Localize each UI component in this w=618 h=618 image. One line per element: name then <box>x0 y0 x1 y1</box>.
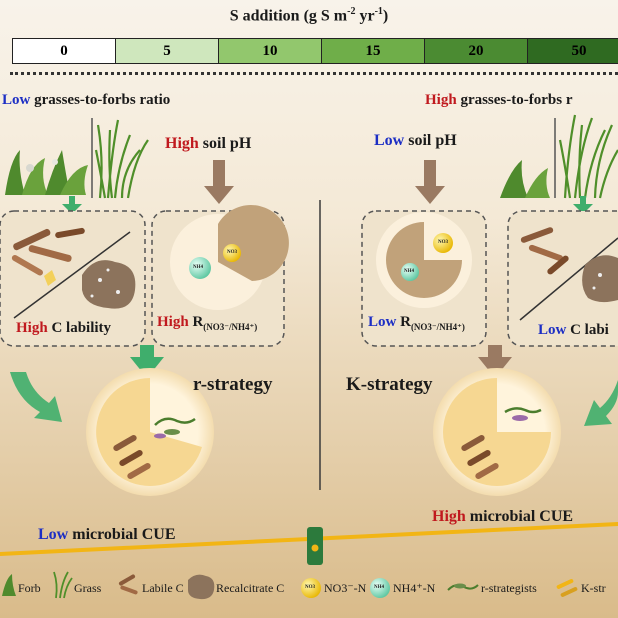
scale-cell-15: 15 <box>322 39 425 63</box>
left-ph-label: High soil pH <box>165 135 252 152</box>
seesaw-pivot-dot <box>311 544 319 552</box>
right-curved-arrow <box>584 380 618 426</box>
left-lability-label: High C lability <box>16 320 112 336</box>
right-strategy-label: K-strategy <box>346 374 433 395</box>
scale-cell-0: 0 <box>13 39 116 63</box>
left-lability-diagonal <box>13 231 131 319</box>
left-strategy-pie-slice <box>96 378 202 486</box>
labile-c-litter <box>11 227 85 286</box>
left-no3-ball <box>223 244 241 262</box>
right-cue-label: High microbial CUE <box>432 508 574 525</box>
right-lability-diagonal <box>519 237 618 321</box>
s-addition-title: S addition (g S m-2 yr-1) <box>229 6 389 25</box>
right-nh4-ball-label: NH4 <box>404 269 414 274</box>
left-strategy-label: r-strategy <box>193 374 273 395</box>
left-cue-label: Low microbial CUE <box>38 526 176 543</box>
left-ratio-pie-slice <box>218 205 289 281</box>
right-grass-plants <box>558 114 618 199</box>
legend-recalcitrant-c: Recalcitrate C <box>216 581 285 595</box>
scale-cell-50: 50 <box>528 39 618 63</box>
legend-no3: NO3⁻-N <box>324 581 367 595</box>
right-strategy-microbes <box>461 407 542 479</box>
legend-forb: Forb <box>18 581 41 595</box>
left-strategy-microbes <box>113 417 196 479</box>
left-ratio-r-label: High R(NO3⁻/NH4⁺) <box>157 314 258 332</box>
s-addition-scale: 0 5 10 15 20 50 <box>12 38 618 64</box>
legend-nh4-ball <box>370 578 390 598</box>
right-no3-ball-label: NO3 <box>438 240 448 245</box>
left-no3-ball-label: NO3 <box>227 250 237 255</box>
legend-nh4: NH4⁺-N <box>393 581 436 595</box>
scale-cell-5: 5 <box>116 39 219 63</box>
right-lability-box <box>507 210 618 347</box>
right-ratio-r-label: Low R(NO3⁻/NH4⁺) <box>368 314 465 332</box>
recalcitrant-c-clod <box>82 260 136 309</box>
right-forb-plants <box>500 160 550 198</box>
right-recalcitrant-clod <box>582 255 618 303</box>
legend-r-strategist-icon <box>447 583 479 591</box>
left-ph-arrow <box>204 160 234 204</box>
right-brown-down-arrow <box>478 345 512 378</box>
legend-k-strategist-icon <box>556 579 578 597</box>
legend-r-strategists: r-strategists <box>481 581 537 595</box>
legend-nh4-badge: NH4 <box>374 585 384 590</box>
left-curved-arrow <box>10 372 62 422</box>
left-nh4-ball-label: NH4 <box>193 265 203 270</box>
scale-cell-20: 20 <box>425 39 528 63</box>
legend-no3-badge: NO3 <box>305 585 315 590</box>
legend-grass-icon <box>53 571 73 599</box>
left-forb-plants <box>5 150 88 195</box>
left-lability-box <box>0 210 146 347</box>
left-nh4-ball <box>189 257 211 279</box>
legend-forb-icon <box>2 574 16 596</box>
right-small-green-arrow <box>573 196 593 214</box>
left-small-green-arrow <box>62 196 82 214</box>
left-green-down-arrow <box>130 345 164 378</box>
right-ph-arrow <box>415 160 445 204</box>
legend-no3-ball <box>301 578 321 598</box>
right-ratio-label: High grasses-to-forbs r <box>425 92 573 108</box>
dotted-separator <box>10 72 618 75</box>
legend-labile-c: Labile C <box>142 581 184 595</box>
left-grass-plants <box>94 119 149 199</box>
legend-labile-c-icon <box>118 574 138 595</box>
right-lability-label: Low C labi <box>538 322 609 338</box>
right-labile-litter <box>520 227 569 275</box>
left-ratio-label: Low grasses-to-forbs ratio <box>2 92 171 108</box>
legend-grass: Grass <box>74 581 102 595</box>
right-nh4-ball <box>401 263 419 281</box>
right-no3-ball <box>433 233 453 253</box>
right-ph-label: Low soil pH <box>374 132 457 149</box>
scale-cell-10: 10 <box>219 39 322 63</box>
right-strategy-pie-slice <box>443 378 551 486</box>
legend-k-strategists: K-str <box>581 581 606 595</box>
legend-recalcitrant-c-icon <box>188 574 215 600</box>
